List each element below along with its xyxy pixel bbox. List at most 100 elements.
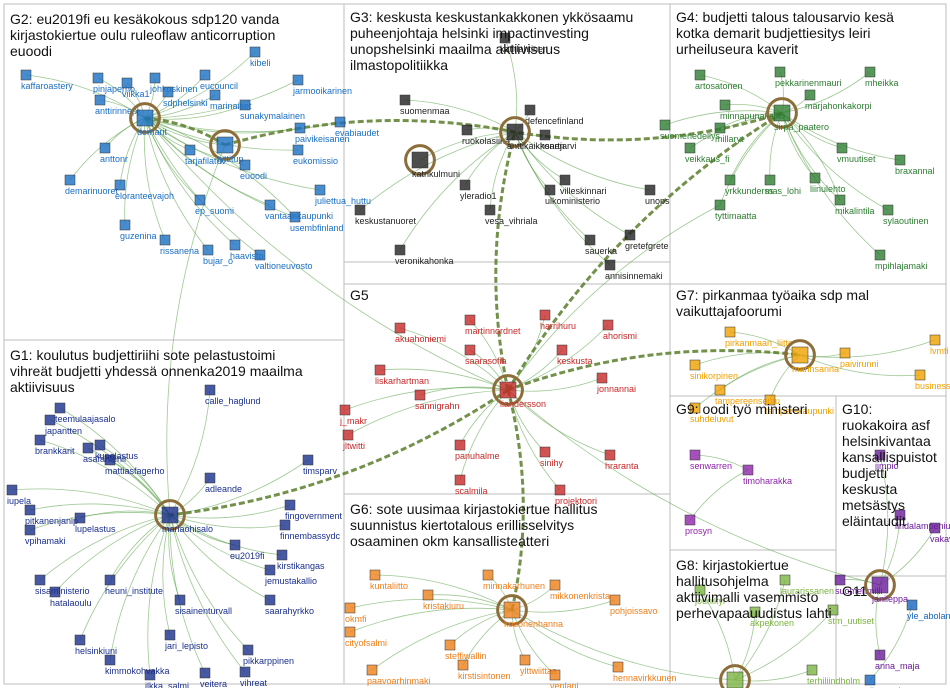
node-panuhalme[interactable]: panuhalme [455,440,500,461]
node-sunakymalainen[interactable]: sunakymalainen [240,100,305,121]
node-villeskinnari[interactable]: villeskinnari [560,175,607,196]
node-mheikka[interactable]: mheikka [865,67,899,88]
node-yle_aboland[interactable]: yle_aboland [907,600,950,621]
node-yleradio1[interactable]: yleradio1 [460,180,497,201]
node-sauerka[interactable]: sauerka [585,235,617,256]
node-sinihy[interactable]: sinihy [540,447,564,468]
node-haavisto[interactable]: haavisto [230,240,264,261]
node-sannigrahn[interactable]: sannigrahn [415,390,460,411]
node-saarasofia[interactable]: saarasofia [465,345,507,366]
node-pitkanenjanip[interactable]: pitkanenjanip [25,505,78,526]
node-liskarhartman[interactable]: liskarhartman [375,365,429,386]
node-iupela[interactable]: iupela [7,485,31,506]
node-braxannal[interactable]: braxannal [895,155,935,176]
node-johkoskinen[interactable]: johkoskinen [149,73,198,94]
node-eu2019fi[interactable]: eu2019fi [230,540,265,561]
node-paavoarhinmaki[interactable]: paavoarhinmaki [367,665,431,686]
node-demarinuoret[interactable]: demarinuoret [65,175,119,196]
node-hennavirkkunen[interactable]: hennavirkkunen [613,662,677,683]
node-akuahoniemi[interactable]: akuahoniemi [395,323,446,344]
node-vesa_vihriala[interactable]: vesa_vihriala [485,205,538,226]
node-kirstikangas[interactable]: kirstikangas [277,550,325,571]
node-hsartjarvi[interactable]: hsartjarvi [540,130,577,151]
node-mas_lohi[interactable]: mas_lohi [765,175,801,196]
node-euoodi[interactable]: euoodi [240,160,267,181]
node-anttonr[interactable]: anttonr [100,143,128,164]
node-sylaoutinen[interactable]: sylaoutinen [883,205,929,226]
node-saarahyrkko[interactable]: saarahyrkko [265,595,314,616]
node-cityofsalmi[interactable]: cityofsalmi [345,627,387,648]
node-eloranteevajoh[interactable]: eloranteevajoh [115,180,174,201]
node-artosatonen[interactable]: artosatonen [695,70,743,91]
node-bujar_o[interactable]: bujar_o [203,245,233,266]
node-pikkarppinen[interactable]: pikkarppinen [243,645,294,666]
node-valtioneuvosto[interactable]: valtioneuvosto [255,250,313,271]
node-calle_haglund[interactable]: calle_haglund [205,385,261,406]
node-annisinnemaki[interactable]: annisinnemaki [605,260,663,281]
node-jonnannai[interactable]: jonnannai [596,373,636,394]
node-timsparv[interactable]: timsparv [303,455,338,476]
node-suomenedellys[interactable]: suomenedellys [660,120,721,141]
node-eucouncil[interactable]: eucouncil [200,70,238,91]
node-vpihamaki[interactable]: vpihamaki [25,525,66,546]
node-keskusta[interactable]: keskusta [557,345,593,366]
node-eukomissio[interactable]: eukomissio [293,145,338,166]
node-ahorismi[interactable]: ahorismi [603,320,637,341]
node-ep_suomi[interactable]: ep_suomi [195,195,234,216]
node-keskustanuoret[interactable]: keskustanuoret [355,205,417,226]
node-liinulehto[interactable]: liinulehto [810,173,846,194]
node-oikeusmin[interactable]: oikeusmin [865,675,906,688]
node-juliettua_huttu[interactable]: juliettua_huttu [314,185,371,206]
node-sinikorpinen[interactable]: sinikorpinen [690,360,738,381]
node-unops[interactable]: unops [645,185,670,206]
node-vmuutiset[interactable]: vmuutiset [837,143,876,164]
node-kirstisintonen[interactable]: kirstisintonen [458,660,511,681]
node-katrikulmuni[interactable]: katrikulmuni [406,146,460,179]
node-veikkaus_fi[interactable]: veikkaus_fi [685,143,730,164]
node-kupelastus[interactable]: kupelastus [95,440,139,461]
node-jarmooikarinen[interactable]: jarmooikarinen [292,75,352,96]
node-sisainenturvall[interactable]: sisainenturvall [175,595,232,616]
node-vihreat[interactable]: vihreat [240,667,268,688]
node-kimmokohvakka[interactable]: kimmokohvakka [105,655,170,676]
node-lupelastus[interactable]: lupelastus [75,513,116,534]
node-pohjoissavo[interactable]: pohjoissavo [610,595,658,616]
node-defencefinland[interactable]: defencefinland [525,105,584,126]
node-timoharakka[interactable]: timoharakka [743,465,792,486]
node-harrihuru[interactable]: harrihuru [540,310,576,331]
node-vasemmisto[interactable]: vasemmisto [721,666,775,688]
node-jari_lepisto[interactable]: jari_lepisto [164,630,208,651]
node-rissanena[interactable]: rissanena [160,235,199,256]
node-brankkarit[interactable]: brankkarit [35,435,75,456]
node-fingovernment[interactable]: fingovernment [285,500,343,521]
node-veitera[interactable]: veitera [200,668,227,688]
node-kibeli[interactable]: kibeli [250,47,271,68]
node-stm_uutiset[interactable]: stm_uutiset [828,605,875,626]
node-helsinkiuni[interactable]: helsinkiuni [75,635,117,656]
node-gretefgrete[interactable]: gretefgrete [625,230,669,251]
node-martinnordnet[interactable]: martinnordnet [465,315,521,336]
node-hraranta[interactable]: hraranta [605,450,639,471]
node-pekkarinenmauri[interactable]: pekkarinenmauri [775,67,842,88]
node-guzenina[interactable]: guzenina [120,220,157,241]
node-veronikahonka[interactable]: veronikahonka [395,245,454,266]
node-mikkonenkrista[interactable]: mikkonenkrista [550,580,610,601]
node-suomenmaa[interactable]: suomenmaa [400,95,450,116]
node-j_makr[interactable]: j_makr [339,405,367,426]
node-senwarren[interactable]: senwarren [690,450,732,471]
node-steffiwallin[interactable]: steffiwallin [445,640,486,661]
node-anna_maja[interactable]: anna_maja [875,650,920,671]
node-pirkanmaan_liitto[interactable]: pirkanmaan_liitto [725,327,793,348]
node-jltwitti[interactable]: jltwitti [342,430,365,451]
node-evabiaudet[interactable]: evabiaudet [335,117,380,138]
node-terhiliindholm[interactable]: terhiliindholm [807,665,860,686]
node-okmfi[interactable]: okmfi [345,603,367,624]
node-scalmila[interactable]: scalmila [455,475,488,496]
node-venlani[interactable]: venlani [550,670,579,688]
node-paivirunni[interactable]: paivirunni [840,348,879,369]
node-minnakarhunen[interactable]: minnakarhunen [483,570,545,591]
node-tyttimaatta[interactable]: tyttimaatta [715,200,757,221]
node-finnembassydc[interactable]: finnembassydc [280,520,341,541]
node-kuntaliitto[interactable]: kuntaliitto [370,570,408,591]
node-adleande[interactable]: adleande [205,473,242,494]
